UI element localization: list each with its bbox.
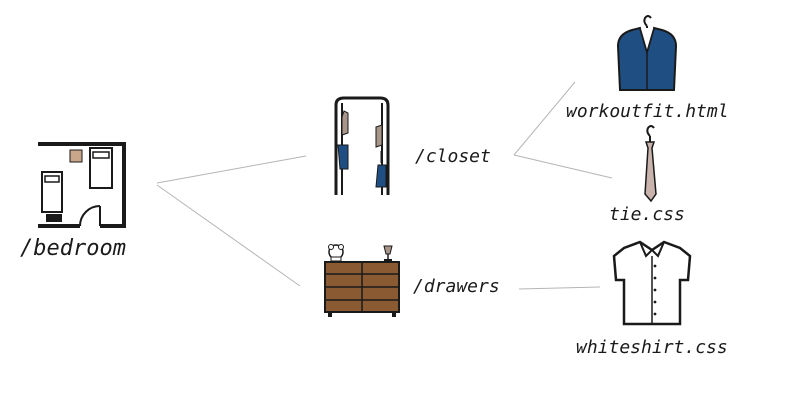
dresser-icon	[324, 244, 400, 317]
drawers-label: /drawers	[413, 276, 500, 297]
tie-on-hanger-icon	[644, 125, 657, 203]
jacket-on-hanger-icon	[616, 15, 678, 91]
workoutfit-label: workoutfit.html	[566, 101, 729, 122]
shirt-icon	[612, 240, 692, 326]
edge-closet-workoutfit	[513, 81, 576, 156]
edge-closet-tie	[513, 154, 613, 179]
tie-label: tie.css	[609, 204, 685, 225]
closet-icon	[334, 96, 390, 195]
bedroom-label: /bedroom	[20, 236, 126, 261]
edge-bedroom-closet	[156, 155, 307, 184]
edge-drawers-whiteshirt	[518, 286, 601, 290]
closet-label: /closet	[415, 146, 491, 167]
whiteshirt-label: whiteshirt.css	[576, 337, 728, 358]
edge-bedroom-drawers	[156, 184, 301, 287]
floor-plan-icon	[38, 142, 126, 228]
